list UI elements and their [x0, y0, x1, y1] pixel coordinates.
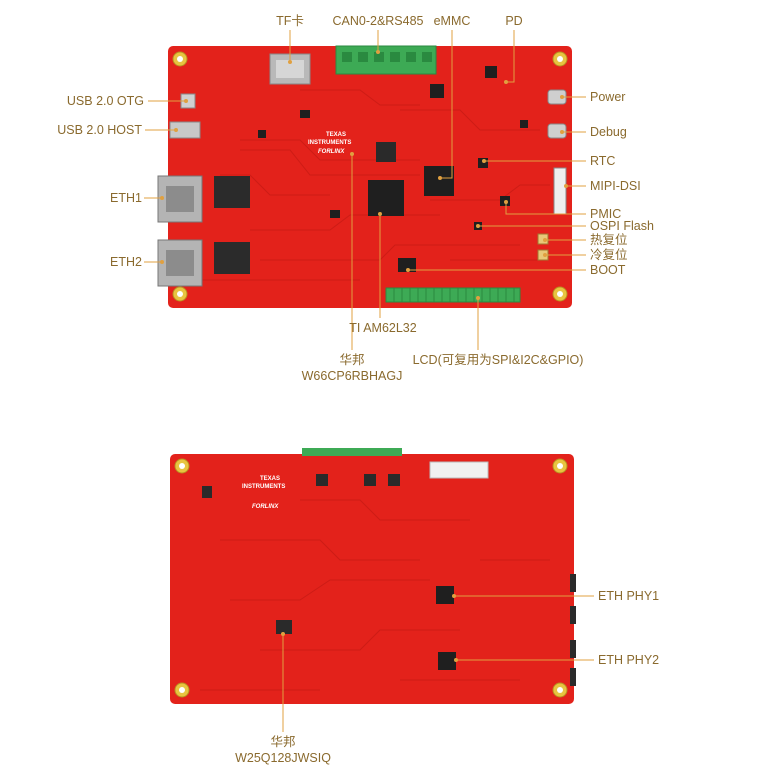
- eth1-jack-opening: [166, 186, 194, 212]
- lcd-header-pins: [393, 288, 515, 302]
- label-pmic: PMIC: [590, 207, 622, 221]
- bottom-logo-brand2: INSTRUMENTS: [242, 484, 285, 490]
- tf-card-slot-inner: [276, 60, 304, 78]
- debug-usbc: [547, 123, 567, 139]
- label-flash-line2: W25Q128JWSIQ: [235, 751, 331, 765]
- label-ram-line2: W66CP6RBHAGJ: [301, 369, 403, 383]
- label-pd: PD: [505, 14, 523, 28]
- lcd-header: [385, 287, 521, 303]
- label-emmc: eMMC: [433, 14, 471, 28]
- bottom-mount-hole-centers: [179, 463, 563, 693]
- bottom-leader-lines: [282, 595, 594, 732]
- can-terminal-block: [335, 45, 437, 75]
- mipi-dsi-connector: [553, 167, 567, 215]
- eth-phy1-chip: [436, 586, 454, 604]
- label-usb-host: USB 2.0 HOST: [57, 123, 142, 137]
- bottom-label-sticker: [429, 461, 489, 479]
- emmc-chip: [424, 166, 454, 196]
- bottom-small-components: [202, 474, 576, 686]
- bottom-board: TEXAS INSTRUMENTS FORLINX: [170, 448, 576, 704]
- top-logo-brand1: TEXAS: [326, 132, 346, 138]
- label-flash-line1: 华邦: [270, 735, 296, 749]
- label-eth-phy2: ETH PHY2: [598, 653, 660, 667]
- label-soc: TI AM62L32: [349, 321, 417, 335]
- bottom-terminal-edge: [302, 448, 402, 456]
- label-debug: Debug: [590, 125, 627, 139]
- label-usb-otg: USB 2.0 OTG: [66, 94, 144, 108]
- eth-phy2-chip: [438, 652, 456, 670]
- label-ram-line1: 华邦: [339, 353, 365, 367]
- soc-chip: [368, 180, 404, 216]
- can-terminal-screws: [342, 52, 432, 62]
- top-logo-brand2: INSTRUMENTS: [308, 140, 351, 146]
- hot-reset-button: [537, 233, 549, 245]
- top-leader-dots: [160, 50, 568, 300]
- label-lcd: LCD(可复用为SPI&I2C&GPIO): [412, 353, 584, 367]
- label-eth-phy1: ETH PHY1: [598, 589, 660, 603]
- bottom-leader-dots: [281, 594, 458, 662]
- label-boot: BOOT: [590, 263, 626, 277]
- nor-flash-chip: [276, 620, 292, 634]
- label-eth2: ETH2: [110, 255, 142, 269]
- top-pcb: [168, 46, 572, 308]
- label-tf-card: TF卡: [276, 14, 304, 28]
- label-can-rs485: CAN0-2&RS485: [332, 14, 424, 28]
- top-mount-hole-centers: [177, 56, 563, 297]
- label-rtc: RTC: [590, 154, 616, 168]
- label-eth1: ETH1: [110, 191, 142, 205]
- top-logo-brand3: FORLINX: [318, 149, 345, 155]
- label-power: Power: [590, 90, 626, 104]
- bottom-traces: [200, 499, 550, 691]
- ram-chip: [376, 142, 396, 162]
- bottom-logo-brand1: TEXAS: [260, 476, 280, 482]
- label-cold-reset: 冷复位: [590, 248, 628, 262]
- top-leader-lines: [144, 30, 586, 350]
- label-mipi-dsi: MIPI-DSI: [590, 179, 641, 193]
- label-ospi-flash: OSPI Flash: [590, 219, 654, 233]
- bottom-pcb: [170, 454, 574, 704]
- eth1-magnetics: [214, 176, 250, 208]
- label-hot-reset: 热复位: [590, 233, 628, 247]
- top-mount-holes: [172, 51, 568, 302]
- bottom-logo-brand3: FORLINX: [252, 504, 279, 510]
- top-board: TEXAS INSTRUMENTS FORLINX: [157, 45, 572, 308]
- eth2-magnetics: [214, 242, 250, 274]
- eth2-jack-opening: [166, 250, 194, 276]
